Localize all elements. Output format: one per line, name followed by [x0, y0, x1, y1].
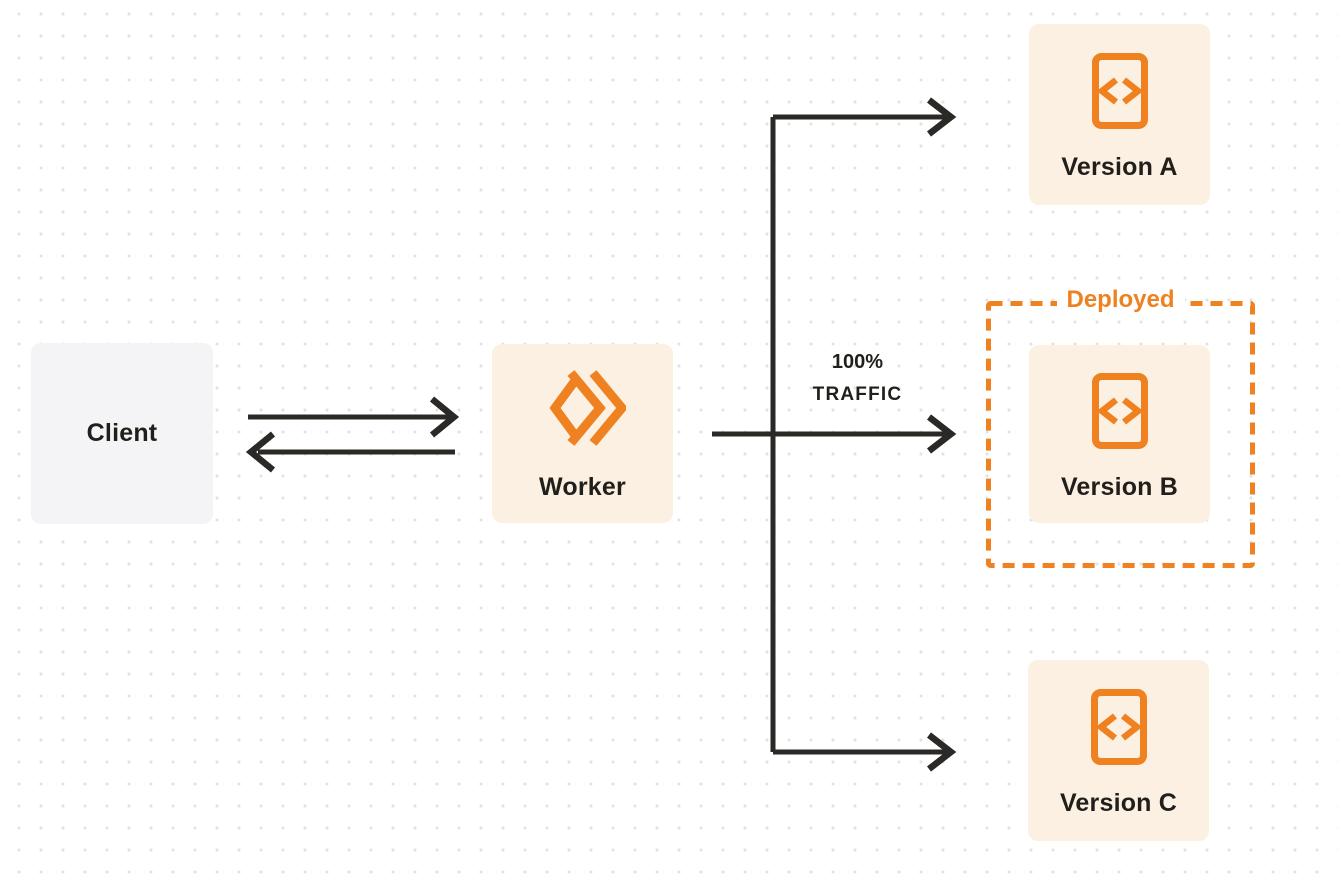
deployed-label: Deployed [1056, 286, 1185, 314]
worker-label: Worker [539, 473, 626, 501]
version-b-node: Version B [1029, 345, 1210, 523]
code-file-icon [1091, 53, 1148, 129]
version-b-label: Version B [1060, 472, 1179, 501]
code-file-icon [1090, 689, 1147, 765]
traffic-percentage-label: 100% TRAFFIC [790, 351, 925, 406]
traffic-percentage-value: 100% [831, 351, 884, 373]
client-to-worker-arrow [248, 396, 460, 438]
version-a-label: Version A [1061, 153, 1178, 181]
branch-version-a-arrow [773, 97, 957, 137]
branch-version-b-arrow [773, 414, 957, 454]
worker-to-client-arrow [245, 431, 455, 473]
worker-trunk-line [712, 117, 776, 752]
worker-node: Worker [492, 344, 673, 523]
branch-version-c-arrow [773, 732, 957, 772]
traffic-word: TRAFFIC [812, 384, 903, 405]
version-c-label: Version C [1059, 789, 1178, 817]
code-file-icon [1091, 372, 1148, 449]
cloudflare-workers-logo-icon [540, 365, 628, 451]
client-label: Client [86, 419, 158, 447]
version-a-node: Version A [1029, 24, 1210, 205]
version-c-node: Version C [1028, 660, 1209, 841]
client-node: Client [31, 343, 213, 524]
deployed-group: Deployed [986, 286, 1255, 568]
